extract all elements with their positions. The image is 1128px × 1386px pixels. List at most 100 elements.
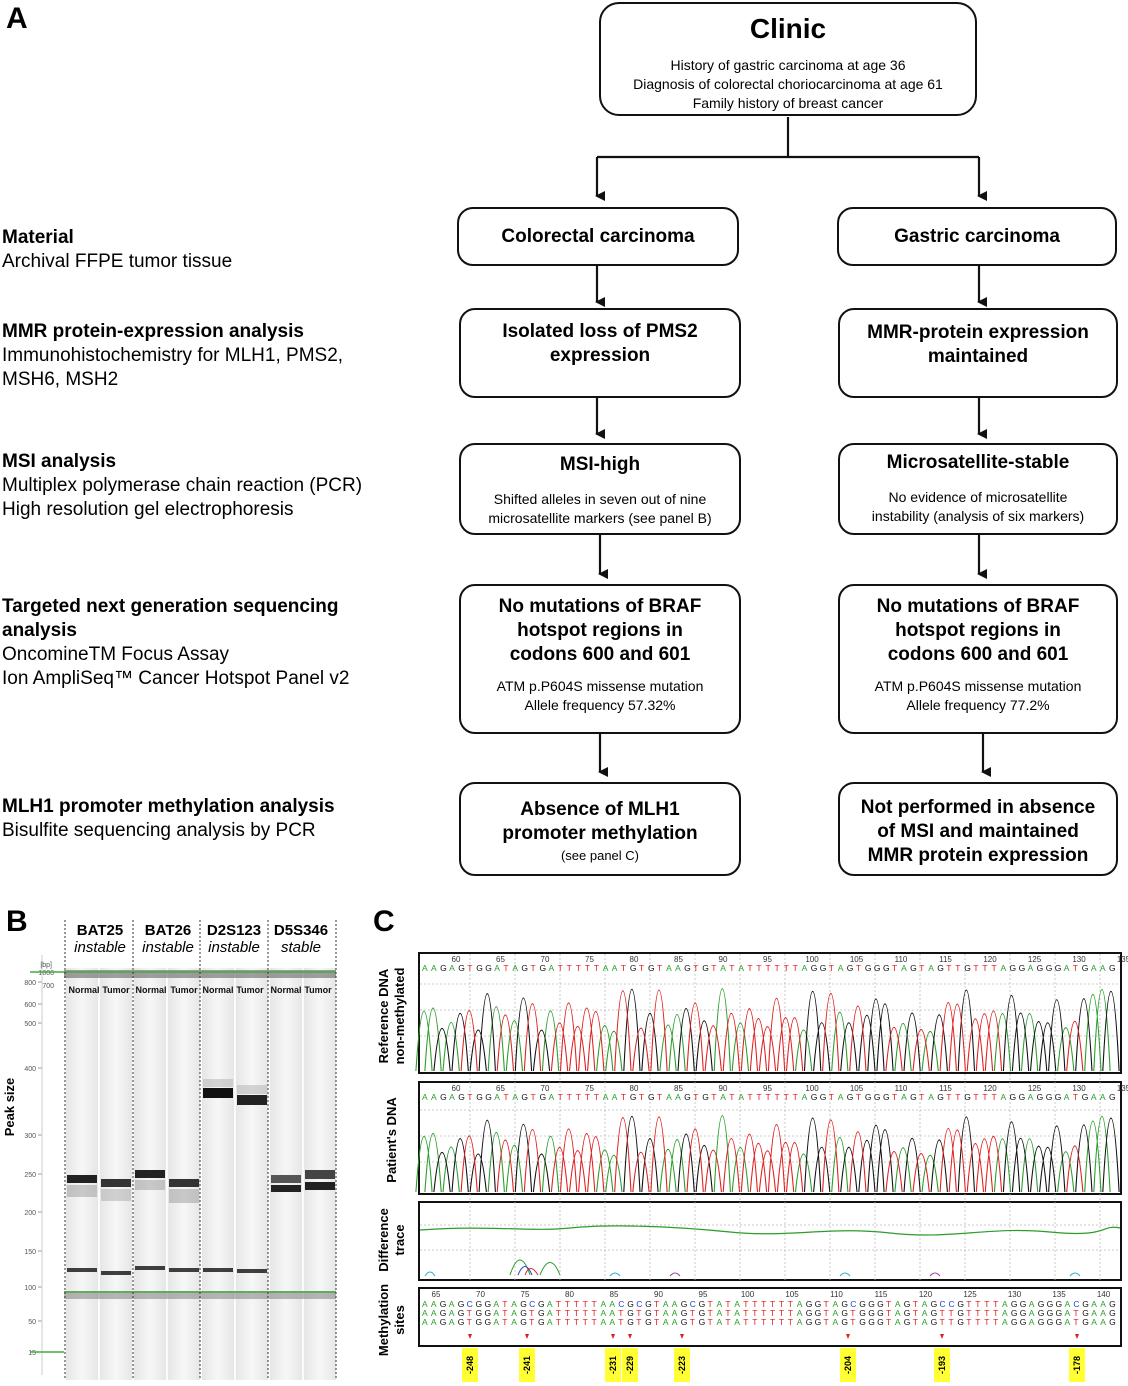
meth-base: G — [1082, 1299, 1089, 1309]
gel-tick: 600 — [24, 1002, 36, 1009]
meth-base: T — [556, 1299, 561, 1309]
ref-base: G — [702, 963, 709, 973]
meth-base: T — [708, 1308, 713, 1318]
meth-base: A — [895, 1299, 901, 1309]
row-ngs-desc-2: Ion AmpliSeq™ Cancer Hotspot Panel v2 — [2, 668, 350, 689]
gel-marker-name: D2S123 — [206, 922, 262, 939]
ref-base: G — [485, 963, 492, 973]
site-label: -223 — [677, 1356, 687, 1374]
patient-base: G — [485, 1092, 492, 1102]
meth-base: G — [815, 1317, 822, 1327]
left-meth-sub: (see panel C) — [560, 848, 640, 863]
ruler-number: 135 — [1117, 1084, 1128, 1093]
ref-base: G — [847, 963, 854, 973]
ref-base: G — [521, 963, 528, 973]
meth-base: T — [529, 1308, 534, 1318]
meth-base: A — [663, 1317, 669, 1327]
gel-image: [bp] 1000 700 800 600 500 400 300 250 20… — [2, 920, 337, 1380]
patient-base: A — [1028, 1092, 1034, 1102]
meth-base: T — [975, 1308, 980, 1318]
meth-base: G — [1109, 1299, 1116, 1309]
row-ngs-desc-1: OncomineTM Focus Assay — [2, 644, 230, 665]
meth-base: A — [833, 1317, 839, 1327]
meth-base: G — [1020, 1299, 1027, 1309]
gel-tick: 15 — [28, 1350, 36, 1357]
ruler-number: 100 — [805, 1084, 819, 1093]
ruler-number: 90 — [654, 1290, 663, 1299]
meth-base: G — [957, 1299, 964, 1309]
meth-base: T — [940, 1308, 945, 1318]
patient-base: A — [1091, 1092, 1097, 1102]
meth-base: T — [984, 1308, 989, 1318]
meth-base: T — [583, 1308, 588, 1318]
left-ngs-sub-2: Allele frequency 57.32% — [524, 697, 676, 713]
row-mmr-desc-1: Immunohistochemistry for MLH1, PMS2, — [2, 345, 344, 366]
meth-base: G — [868, 1299, 875, 1309]
patient-base: G — [910, 1092, 917, 1102]
ref-base: G — [648, 963, 655, 973]
meth-base: T — [502, 1299, 507, 1309]
gel-marker-status: instable — [142, 939, 194, 956]
meth-base: G — [485, 1308, 492, 1318]
meth-base: A — [431, 1317, 437, 1327]
patient-base: T — [467, 1092, 472, 1102]
panel-a-letter: A — [6, 2, 28, 35]
track-label-ref-2: non-methylated — [392, 968, 407, 1065]
meth-base: A — [797, 1317, 803, 1327]
patient-base: A — [802, 1092, 808, 1102]
gel-marker-status: stable — [280, 939, 322, 956]
left-ngs-head-3: codons 600 and 601 — [509, 644, 691, 665]
meth-base: T — [984, 1299, 989, 1309]
row-ngs: Targeted next generation sequencing anal… — [2, 595, 349, 691]
meth-base: G — [458, 1317, 465, 1327]
meth-base: G — [458, 1308, 465, 1318]
meth-base: G — [476, 1308, 483, 1318]
patient-base: T — [756, 1092, 761, 1102]
ref-base: T — [992, 963, 997, 973]
ref-base: G — [476, 963, 483, 973]
meth-base: C — [467, 1299, 473, 1309]
right-ngs-head-1: No mutations of BRAF — [876, 596, 1080, 617]
patient-base: A — [838, 1092, 844, 1102]
meth-base: T — [779, 1308, 784, 1318]
ruler-number: 75 — [585, 955, 594, 964]
meth-base: T — [761, 1308, 766, 1318]
patient-base: T — [594, 1092, 599, 1102]
patient-base: T — [711, 1092, 716, 1102]
meth-base: G — [806, 1308, 813, 1318]
meth-base: G — [868, 1308, 875, 1318]
gel-marker-name: BAT25 — [76, 922, 124, 939]
meth-base: T — [725, 1317, 730, 1327]
patient-base: G — [847, 1092, 854, 1102]
ruler-number: 105 — [850, 955, 864, 964]
meth-base: T — [993, 1299, 998, 1309]
meth-base: T — [779, 1299, 784, 1309]
ref-base: T — [711, 963, 716, 973]
meth-base: G — [806, 1299, 813, 1309]
meth-base: G — [1038, 1317, 1045, 1327]
patient-base: T — [982, 1092, 987, 1102]
meth-base: G — [440, 1299, 447, 1309]
meth-base: G — [1038, 1299, 1045, 1309]
meth-base: T — [993, 1317, 998, 1327]
patient-base: T — [747, 1092, 752, 1102]
patient-trace-G — [433, 1116, 1120, 1193]
meth-base: A — [663, 1299, 669, 1309]
patient-base: G — [648, 1092, 655, 1102]
patient-base: G — [865, 1092, 872, 1102]
meth-base: G — [538, 1308, 545, 1318]
ref-base: G — [1037, 963, 1044, 973]
meth-base: C — [529, 1299, 535, 1309]
ruler-number: 65 — [432, 1290, 441, 1299]
patient-base: A — [666, 1092, 672, 1102]
site-pointer — [525, 1334, 529, 1339]
meth-base: T — [529, 1317, 534, 1327]
meth-base: C — [690, 1299, 696, 1309]
ruler-number: 65 — [496, 955, 505, 964]
meth-base: T — [743, 1299, 748, 1309]
site-label: -231 — [608, 1356, 618, 1374]
ruler-number: 90 — [719, 1084, 728, 1093]
row-msi: MSI analysis Multiplex polymerase chain … — [2, 450, 362, 522]
meth-base: G — [1020, 1317, 1027, 1327]
meth-base: T — [583, 1299, 588, 1309]
